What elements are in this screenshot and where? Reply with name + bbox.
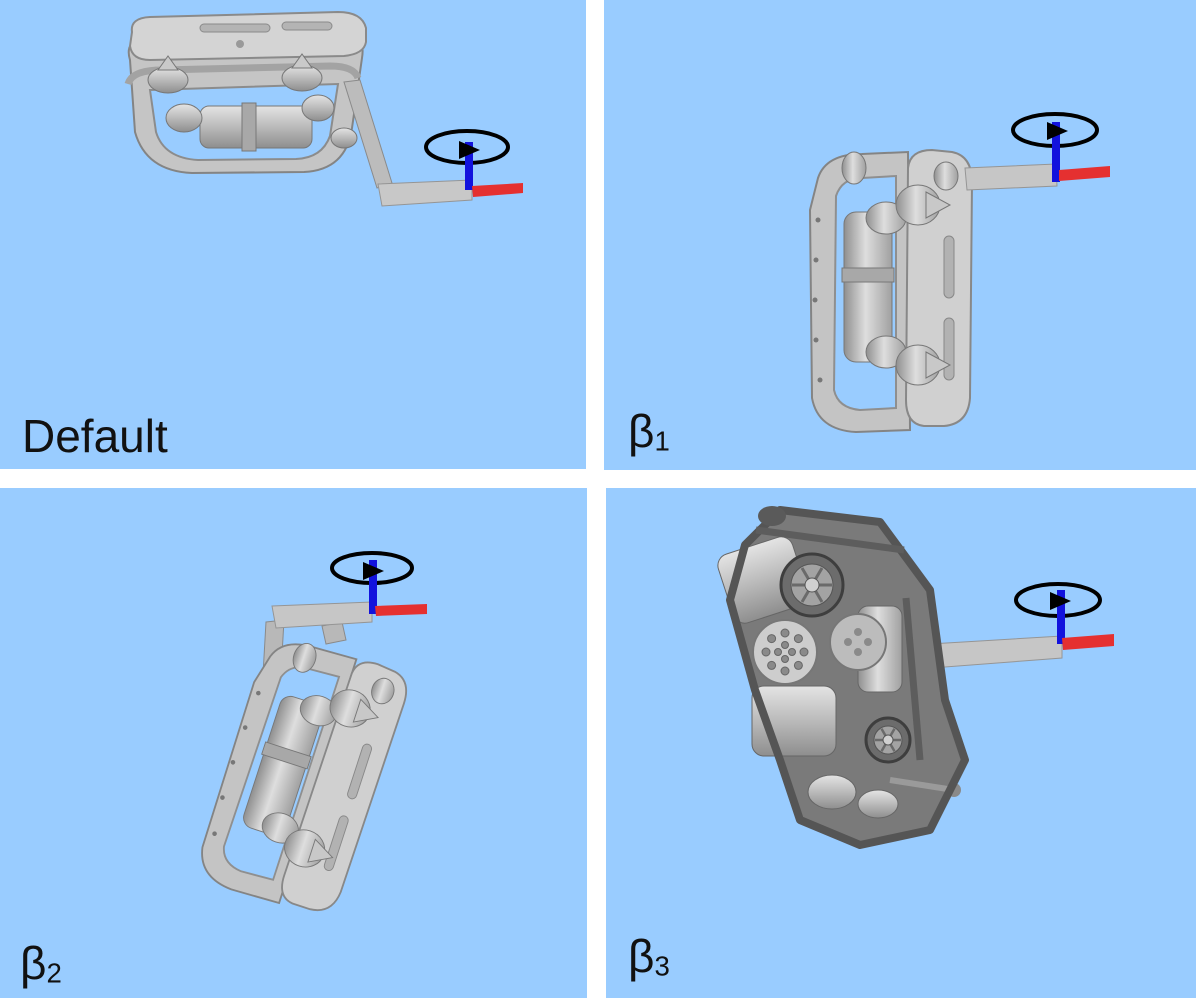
plate-slot — [281, 21, 333, 31]
panel-beta-3: β3 — [606, 488, 1196, 998]
frame-hole — [817, 377, 823, 383]
thruster-nozzle — [925, 351, 952, 379]
thruster — [807, 774, 857, 810]
frame-strut — [902, 597, 924, 761]
panel-beta-1: β1 — [604, 0, 1196, 470]
panel-label: Default — [22, 413, 168, 459]
plate-slot — [943, 235, 955, 299]
arm-bar — [964, 163, 1058, 191]
thruster — [371, 677, 395, 705]
panel-label: β3 — [628, 933, 670, 980]
thruster — [292, 642, 317, 673]
panel-label-text: β — [628, 405, 655, 457]
panel-label-subscript: 1 — [654, 425, 670, 457]
connector-puck — [752, 619, 818, 685]
rov-scene — [717, 506, 1114, 849]
axis-z — [1057, 590, 1065, 644]
frame-hole — [813, 337, 819, 343]
thruster-nozzle — [925, 191, 952, 219]
rov-body — [124, 10, 367, 175]
arm-bar — [271, 601, 373, 629]
frame-strut — [755, 526, 905, 554]
rotation-arrowhead — [363, 562, 384, 580]
axis-marker — [1052, 122, 1110, 182]
rov-scene — [808, 112, 1110, 434]
rov-scene — [124, 10, 523, 207]
panel-label-text: β — [628, 930, 655, 982]
frame-hole — [212, 831, 217, 836]
hull-band — [841, 267, 895, 283]
axis-marker — [1057, 590, 1114, 650]
panel-default: Default — [0, 0, 586, 469]
axis-x — [1062, 634, 1114, 650]
hull-band — [261, 741, 312, 770]
frame-hole — [242, 725, 248, 730]
thruster-nozzle — [157, 55, 179, 71]
thruster — [301, 94, 335, 122]
panel-label-text: β — [20, 937, 47, 989]
arm-bar — [929, 635, 1063, 669]
frame-hole — [812, 297, 818, 303]
plate-bolt — [236, 40, 244, 48]
thruster-nozzle — [291, 53, 313, 69]
axis-z — [369, 560, 377, 614]
top-rail — [124, 62, 362, 86]
panel-label: β2 — [20, 940, 62, 987]
rotation-arrowhead — [459, 141, 480, 159]
panel-label: β1 — [628, 408, 670, 455]
frame-hole — [220, 795, 225, 800]
axis-z — [465, 142, 473, 190]
thruster — [330, 127, 358, 149]
thruster — [933, 161, 959, 191]
axis-x — [472, 183, 523, 197]
hull-band — [241, 102, 257, 152]
manipulator-arm — [343, 79, 473, 207]
rov-body — [808, 148, 974, 434]
arm-bar — [377, 179, 473, 207]
axis-x — [1059, 166, 1110, 181]
axis-x — [375, 604, 427, 616]
panel-label-subscript: 2 — [46, 957, 62, 989]
axis-marker — [465, 142, 523, 197]
rov-scene — [201, 551, 427, 911]
plate-slot — [943, 317, 955, 381]
thruster — [147, 66, 189, 94]
thruster — [165, 103, 203, 133]
thruster — [857, 789, 899, 819]
plate-slot — [347, 743, 373, 800]
manipulator-arm-bar — [271, 601, 373, 629]
manipulator-arm — [929, 635, 1063, 669]
thruster-nozzle — [307, 838, 334, 863]
rotation-arrowhead — [1047, 122, 1068, 140]
manipulator-arm — [964, 163, 1058, 191]
thruster — [841, 151, 867, 185]
frame-rails — [726, 506, 969, 849]
panel-beta-2: β2 — [0, 488, 587, 998]
end-cap — [829, 613, 887, 671]
fan-thruster — [864, 716, 912, 764]
rod — [889, 777, 955, 793]
rov-body — [201, 642, 407, 911]
thruster-nozzle — [352, 698, 379, 723]
axis-z — [1052, 122, 1060, 182]
axis-marker — [369, 560, 427, 616]
rov-body — [717, 506, 969, 849]
rotation-arrowhead — [1050, 592, 1071, 610]
thruster — [281, 64, 323, 92]
frame-hole — [813, 257, 819, 263]
top-knob — [758, 506, 786, 526]
top-plate — [128, 10, 367, 62]
fan-thruster — [779, 552, 845, 618]
panel-label-subscript: 3 — [654, 950, 670, 982]
plate-slot — [199, 23, 271, 33]
panel-label-text: Default — [22, 410, 168, 462]
frame-hole — [230, 759, 236, 765]
frame-hole — [256, 690, 261, 696]
frame-hole — [815, 217, 821, 223]
